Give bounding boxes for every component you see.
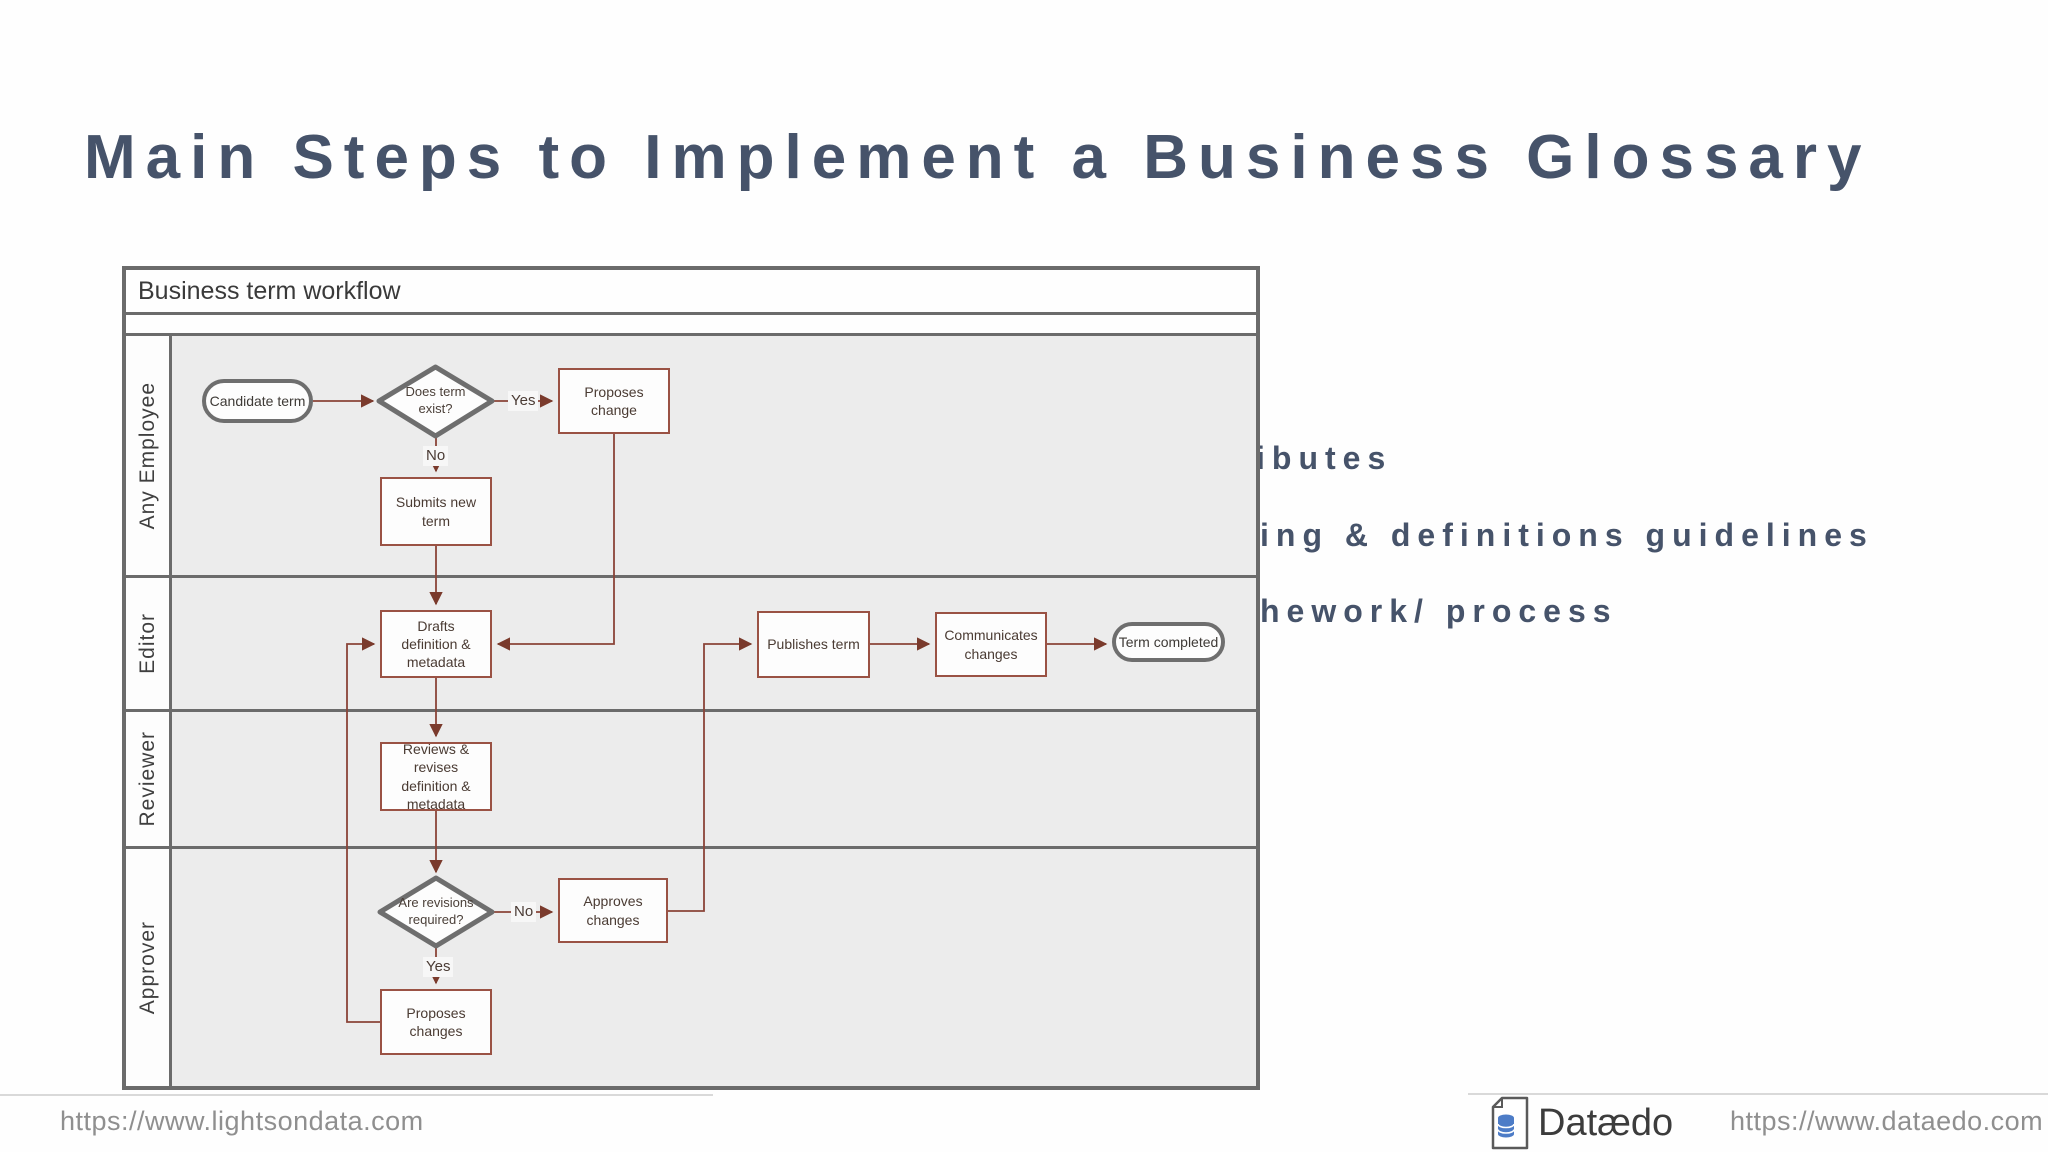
footer-url-dataedo: https://www.dataedo.com: [1730, 1106, 2044, 1136]
node-communicates-changes: Communicates changes: [935, 612, 1047, 677]
lane-editor: Editor: [126, 578, 1256, 712]
node-publishes-term: Publishes term: [757, 611, 870, 678]
footer-divider-right: [1468, 1093, 2048, 1095]
flowchart-diagram: Business term workflow Any Employee Edit…: [122, 266, 1260, 1090]
edge-label-no-2: No: [511, 902, 537, 922]
lane-body-reviewer: [172, 712, 1256, 846]
diagram-subheader-band: [126, 315, 1256, 336]
node-proposes-change: Proposes change: [558, 368, 670, 434]
edge-label-yes-2: Yes: [423, 957, 454, 977]
node-does-term-exist: Does term exist?: [405, 384, 466, 416]
lane-body-approver: [172, 849, 1256, 1086]
node-term-completed: Term completed: [1112, 622, 1225, 662]
bullet-fragment-2: ing & definitions guidelines: [1260, 517, 1874, 553]
bullet-fragment-3: hework/ process: [1260, 593, 1618, 629]
node-candidate-term: Candidate term: [202, 379, 313, 423]
dataedo-logo-text: Datædo: [1538, 1101, 1674, 1144]
dataedo-logo-icon: [1491, 1096, 1529, 1150]
lane-label-editor: Editor: [126, 578, 172, 709]
lane-label-reviewer: Reviewer: [126, 712, 172, 846]
lane-reviewer: Reviewer: [126, 712, 1256, 849]
lane-label-any-employee: Any Employee: [126, 336, 172, 575]
footer-divider-left: [0, 1094, 713, 1096]
bullet-fragment-1: ibutes: [1256, 440, 1393, 476]
slide-title: Main Steps to Implement a Business Gloss…: [84, 123, 1872, 192]
node-drafts-definition: Drafts definition & metadata: [380, 610, 492, 678]
lane-body-editor: [172, 578, 1256, 709]
node-approves-changes: Approves changes: [558, 878, 668, 943]
edge-label-yes-1: Yes: [508, 391, 539, 411]
diagram-title: Business term workflow: [126, 270, 1256, 315]
node-are-revisions-required: Are revisions required?: [398, 895, 474, 927]
node-submits-new-term: Submits new term: [380, 477, 492, 546]
dataedo-logo: Datædo: [1490, 1096, 1673, 1150]
edge-label-no-1: No: [423, 446, 449, 466]
lane-approver: Approver: [126, 849, 1256, 1086]
lane-body-any-employee: [172, 336, 1256, 575]
node-reviews-revises: Reviews & revises definition & metadata: [380, 741, 492, 812]
footer-url-lightsondata: https://www.lightsondata.com: [60, 1106, 424, 1136]
node-proposes-changes: Proposes changes: [380, 989, 492, 1055]
lane-any-employee: Any Employee: [126, 336, 1256, 578]
lane-label-approver: Approver: [126, 849, 172, 1086]
